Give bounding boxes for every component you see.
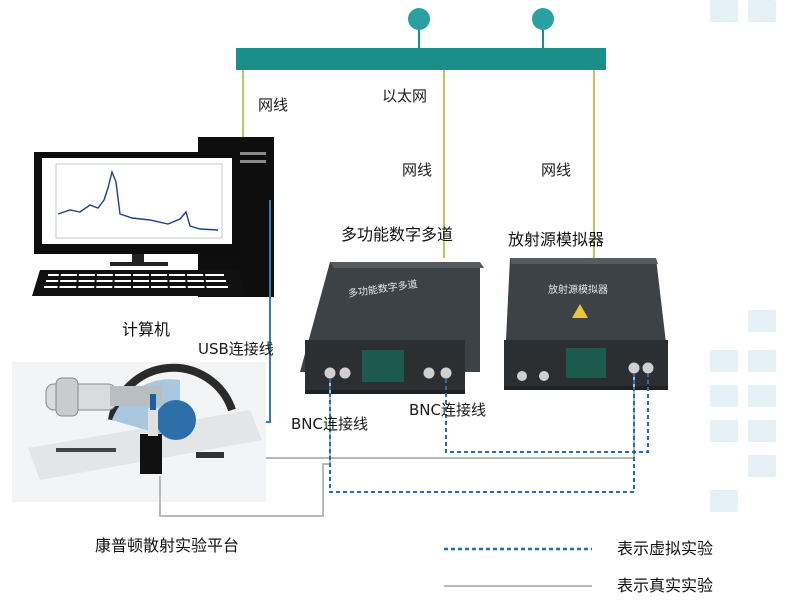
bnc-label-right: BNC连接线 — [409, 401, 486, 419]
bg-square — [748, 455, 776, 477]
bg-square — [748, 420, 776, 442]
bg-square — [710, 0, 738, 22]
bg-square — [748, 385, 776, 407]
bg-square — [748, 310, 776, 332]
computer-icon — [32, 137, 274, 297]
platform-label: 康普顿散射实验平台 — [95, 536, 240, 555]
simulator-device — [504, 258, 668, 390]
mca-label: 多功能数字多道 — [341, 225, 454, 244]
cable-label-simulator: 网线 — [541, 161, 572, 179]
legend-real-label: 表示真实实验 — [617, 576, 714, 595]
legend-virtual-label: 表示虚拟实验 — [617, 539, 714, 558]
cable-label-mca: 网线 — [402, 161, 433, 179]
computer-label: 计算机 — [122, 320, 171, 339]
cable-label-computer: 网线 — [258, 96, 289, 114]
bg-square — [748, 350, 776, 372]
network-node-icon — [532, 8, 554, 30]
bg-square — [710, 490, 738, 512]
bg-square — [710, 350, 738, 372]
simulator-panel-text: 放射源模拟器 — [548, 285, 608, 296]
bg-square — [710, 385, 738, 407]
usb-label: USB连接线 — [198, 340, 274, 358]
simulator-label: 放射源模拟器 — [508, 230, 605, 249]
bnc-label-left: BNC连接线 — [291, 415, 368, 433]
compton-platform — [12, 362, 266, 502]
bg-square — [710, 420, 738, 442]
ethernet-label: 以太网 — [382, 87, 428, 105]
network-node-icon — [408, 8, 430, 30]
ethernet-bus — [236, 48, 606, 70]
mca-device — [300, 262, 484, 394]
virtual-connections — [329, 374, 649, 493]
bg-square — [748, 0, 776, 22]
